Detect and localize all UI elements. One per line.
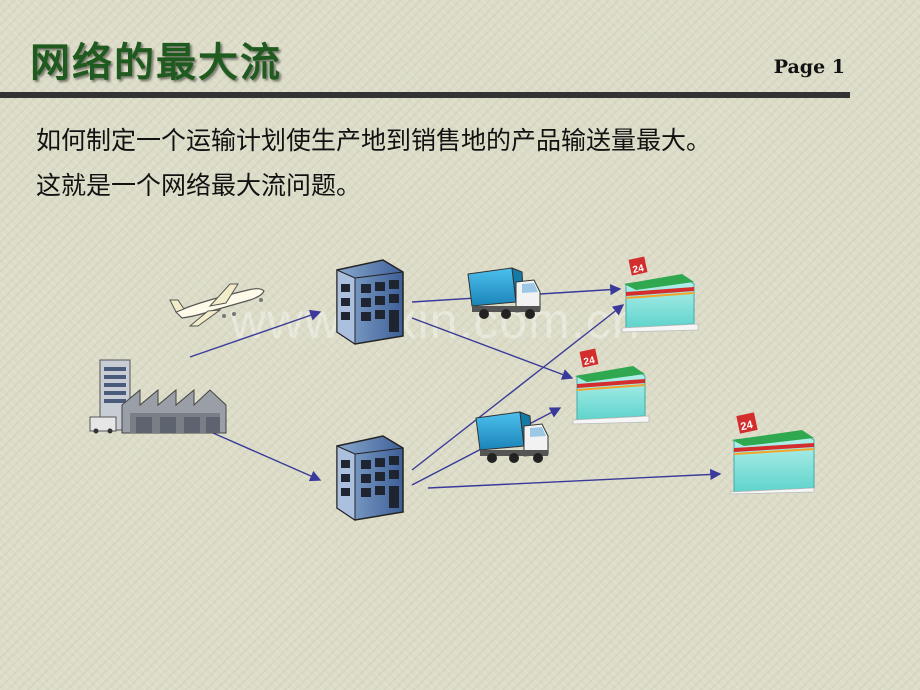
slide-title: 网络的最大流 <box>30 40 282 86</box>
store-icon-1: 24 <box>621 256 699 333</box>
body-text: 如何制定一个运输计划使生产地到销售地的产品输送量最大。 这就是一个网络最大流问题… <box>36 118 896 208</box>
warehouse-icon-top <box>336 259 404 345</box>
arrow-factory-warehouse-top <box>189 309 322 358</box>
store-icon-3: 24 <box>729 412 815 495</box>
body-line-2: 这就是一个网络最大流问题。 <box>36 171 362 200</box>
store-badge-3: 24 <box>740 419 755 433</box>
page-number: Page 1 <box>773 56 845 78</box>
warehouse-icon-bottom <box>336 435 404 521</box>
store-icon-2: 24 <box>572 348 650 425</box>
truck-icon-top <box>467 267 541 319</box>
store-badge-2: 24 <box>583 355 597 368</box>
factory-icon <box>89 359 227 434</box>
arrow-warehouse-bottom-store-1 <box>411 304 625 471</box>
store-badge-1: 24 <box>632 263 646 276</box>
airplane-icon <box>169 283 265 327</box>
truck-icon-bottom <box>475 411 549 463</box>
arrow-warehouse-top-store-2 <box>411 317 574 380</box>
arrow-warehouse-bottom-store-3 <box>427 468 722 489</box>
arrow-factory-warehouse-bottom <box>212 432 322 482</box>
watermark: www.zixin.com.cn <box>230 293 641 349</box>
body-line-1: 如何制定一个运输计划使生产地到销售地的产品输送量最大。 <box>36 126 712 155</box>
title-rule <box>0 92 850 98</box>
